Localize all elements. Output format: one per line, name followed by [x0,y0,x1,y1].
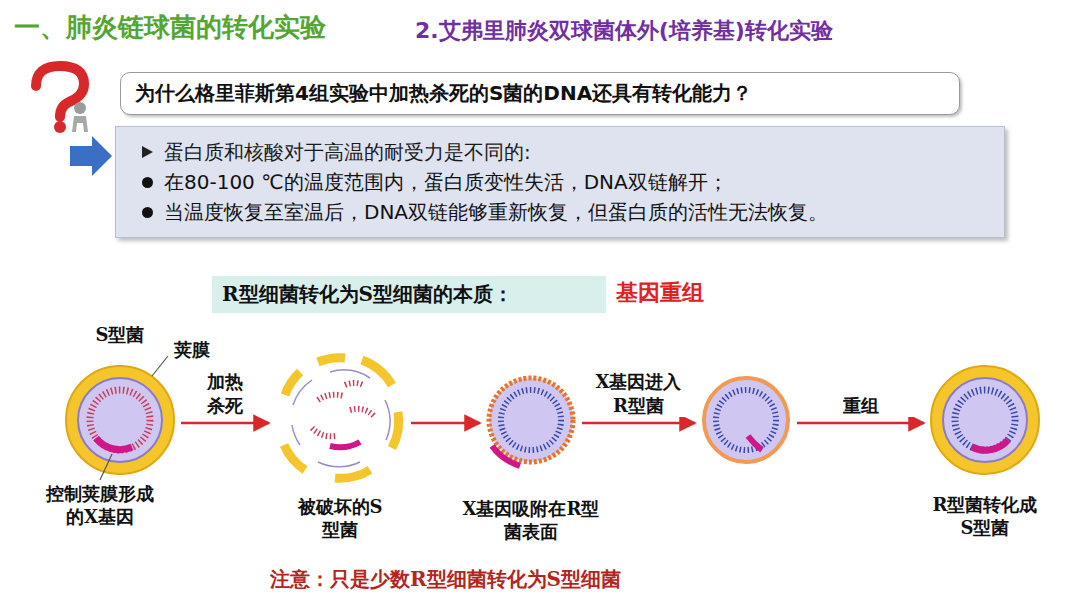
edge-label: X基因进入R型菌 [590,370,687,417]
arrow-connector [797,422,924,425]
r-cell-entered [704,378,788,462]
transformed-cell [931,366,1039,474]
arrow-connector [181,422,269,425]
node-subtext: 在80-100 ℃的温度范围内，蛋白质变性失活，DNA双链解开； [138,167,990,197]
slide-title: 一、肺炎链球菌的转化实验 [14,10,326,45]
answer-box: 蛋白质和核酸对于高温的耐受力是不同的:在80-100 ℃的温度范围内，蛋白质变性… [115,126,1005,238]
node-subtext: 基因重组 [616,278,704,308]
node-subtext: 当温度恢复至室温后，DNA双链能够重新恢复，但蛋白质的活性无法恢复。 [138,197,990,227]
question-box: 为什么格里菲斯第4组实验中加热杀死的S菌的DNA还具有转化能力？ [120,72,960,115]
r-cell-adsorbed [489,378,573,466]
node-text: R型细菌转化为S型细菌的本质： [222,281,596,308]
cell-node [701,375,791,465]
cell-node: R型菌转化成S型菌 [930,365,1040,475]
pointer-arrow [70,136,112,176]
cell-node: 被破坏的S型菌 [275,355,405,485]
cell-node: X基因吸附在R型菌表面 [486,375,576,465]
arrow-connector [582,422,695,425]
part-label: 控制荚膜形成的X基因 [38,482,162,529]
node-text: R型菌转化成S型菌 [930,493,1040,540]
node-text: X基因吸附在R型菌表面 [461,497,601,544]
broken-cell [284,358,399,478]
edge-label: 加热杀死 [203,370,247,417]
question-icon [36,66,88,133]
part-label: 荚膜 [174,338,210,362]
essence-box: R型细菌转化为S型细菌的本质：基因重组 [212,276,606,313]
arrow-connector [411,422,480,425]
node-text: 蛋白质和核酸对于高温的耐受力是不同的: [138,137,990,167]
subtitle: 2.艾弗里肺炎双球菌体外(培养基)转化实验 [415,16,833,46]
edge-label: 重组 [809,394,913,417]
node-text: 被破坏的S型菌 [292,495,388,542]
node-text: S型菌 [65,323,175,346]
note: 注意：只是少数R型细菌转化为S型细菌 [270,566,621,593]
s-cell [66,356,174,480]
cell-node: S型菌 [65,365,175,475]
node-text: 为什么格里菲斯第4组实验中加热杀死的S菌的DNA还具有转化能力？ [135,80,945,107]
